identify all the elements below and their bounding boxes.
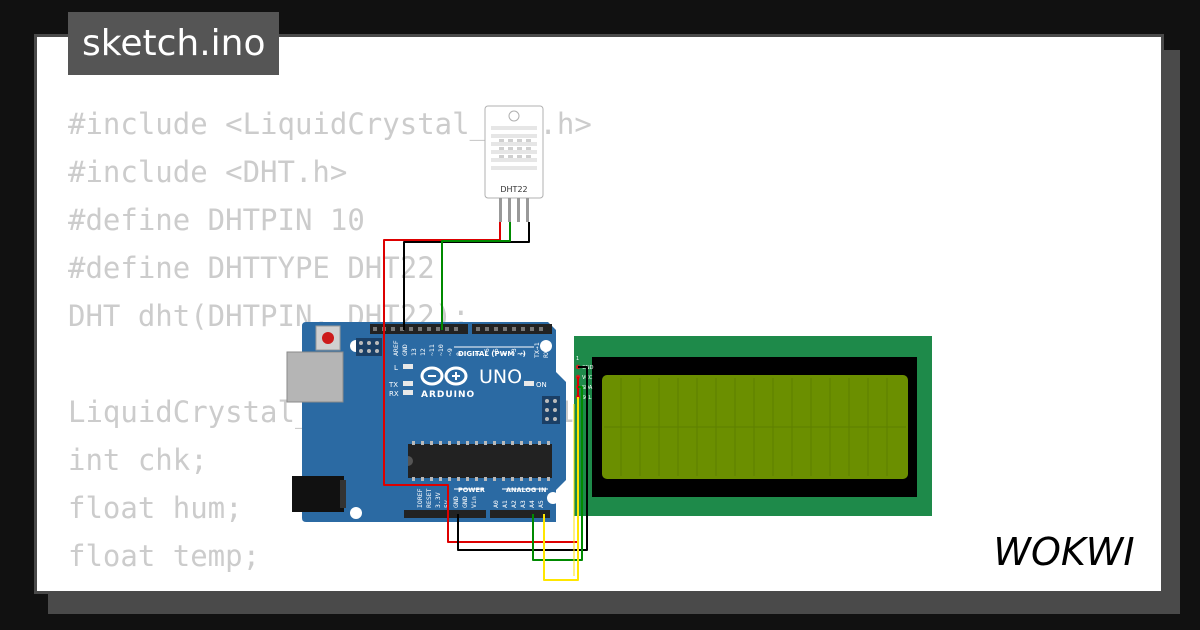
led-on xyxy=(524,381,534,386)
digital-label: DIGITAL (PWM ~) xyxy=(458,350,526,358)
svg-text:RESET: RESET xyxy=(425,488,433,508)
atmega-chip xyxy=(408,441,552,481)
led-rx xyxy=(403,390,413,395)
icsp-header-right xyxy=(542,396,560,424)
wire-black-lcd-gnd xyxy=(457,366,588,551)
svg-text:A5: A5 xyxy=(537,500,545,508)
svg-text:AREF: AREF xyxy=(392,340,400,356)
led-l-label: L xyxy=(394,364,398,372)
dht22-sensor[interactable]: DHT22 xyxy=(484,105,544,222)
svg-text:A0: A0 xyxy=(492,500,500,508)
svg-text:2: 2 xyxy=(519,352,527,356)
svg-text:TX→1: TX→1 xyxy=(533,342,541,358)
dht22-grill xyxy=(491,126,537,170)
led-tx-label: TX xyxy=(388,381,398,389)
svg-text:RX←0: RX←0 xyxy=(542,342,550,358)
svg-text:7: 7 xyxy=(474,352,482,356)
wokwi-logo-icon: WOKWI xyxy=(993,530,1134,574)
usb-connector xyxy=(286,351,344,403)
dht22-pins xyxy=(499,198,529,222)
code-line: int chk; xyxy=(68,443,208,477)
led-rx-label: RX xyxy=(389,390,399,398)
svg-text:IOREF: IOREF xyxy=(416,488,424,508)
reset-button-cap[interactable] xyxy=(322,332,334,344)
led-tx xyxy=(403,381,413,386)
code-line: #include <DHT.h> xyxy=(68,155,348,189)
dht22-label: DHT22 xyxy=(500,185,527,194)
power-header xyxy=(404,510,486,518)
filename-tab[interactable]: sketch.ino xyxy=(68,12,280,75)
reset-button[interactable] xyxy=(315,325,341,351)
mounting-hole xyxy=(350,507,362,519)
svg-text:A4: A4 xyxy=(528,500,536,508)
svg-text:12: 12 xyxy=(419,348,427,356)
wokwi-logo[interactable]: WOKWI xyxy=(978,525,1150,579)
svg-text:~6: ~6 xyxy=(483,348,491,356)
svg-text:WOKWI: WOKWI xyxy=(993,530,1134,574)
mounting-hole xyxy=(547,492,559,504)
svg-text:~10: ~10 xyxy=(437,344,445,356)
board-model: UNO xyxy=(479,366,522,388)
led-l xyxy=(403,364,413,369)
mounting-hole xyxy=(540,340,552,352)
led-on-label: ON xyxy=(536,381,547,389)
svg-text:~11: ~11 xyxy=(428,344,436,356)
svg-text:GND: GND xyxy=(452,496,460,508)
analog-header xyxy=(490,510,550,518)
arduino-uno-board[interactable]: AREF GND 13 12 ~11 ~10 ~9 8 7 ~6 ~5 4 ~3… xyxy=(286,322,566,522)
svg-text:A1: A1 xyxy=(501,500,509,508)
svg-text:GND: GND xyxy=(401,344,409,356)
top-pin-labels: AREF GND 13 12 ~11 ~10 ~9 8 7 ~6 ~5 4 ~3… xyxy=(392,340,550,358)
wires xyxy=(383,222,588,581)
lcd-pin1-marker: 1 xyxy=(576,356,579,362)
svg-text:A3: A3 xyxy=(519,500,527,508)
code-line: float temp; xyxy=(68,539,261,573)
svg-text:~9: ~9 xyxy=(446,348,454,356)
svg-text:GND: GND xyxy=(461,496,469,508)
power-jack xyxy=(292,476,344,512)
svg-text:~5: ~5 xyxy=(492,348,500,356)
svg-text:Vin: Vin xyxy=(470,496,478,508)
svg-text:4: 4 xyxy=(501,352,509,356)
svg-text:~3: ~3 xyxy=(510,348,518,356)
wire-yellow-lcd-scl xyxy=(543,397,579,581)
code-line: #define DHTPIN 10 xyxy=(68,203,365,237)
board-brand: ARDUINO xyxy=(421,390,475,400)
svg-text:8: 8 xyxy=(455,352,463,356)
lcd-display[interactable]: 1 GND VCC SDA SCL xyxy=(574,336,932,516)
wire-green-lcd-sda xyxy=(532,386,583,561)
power-label: POWER xyxy=(458,486,485,494)
svg-text:A2: A2 xyxy=(510,500,518,508)
svg-text:3.3V: 3.3V xyxy=(434,492,442,508)
svg-text:13: 13 xyxy=(410,348,418,356)
wire-green-dht-data xyxy=(441,222,511,330)
arduino-logo-icon xyxy=(420,366,468,386)
code-line: float hum; xyxy=(68,491,243,525)
icsp-header xyxy=(356,338,382,356)
analog-label: ANALOG IN xyxy=(506,486,546,494)
code-line: #define DHTTYPE DHT22 xyxy=(68,251,435,285)
